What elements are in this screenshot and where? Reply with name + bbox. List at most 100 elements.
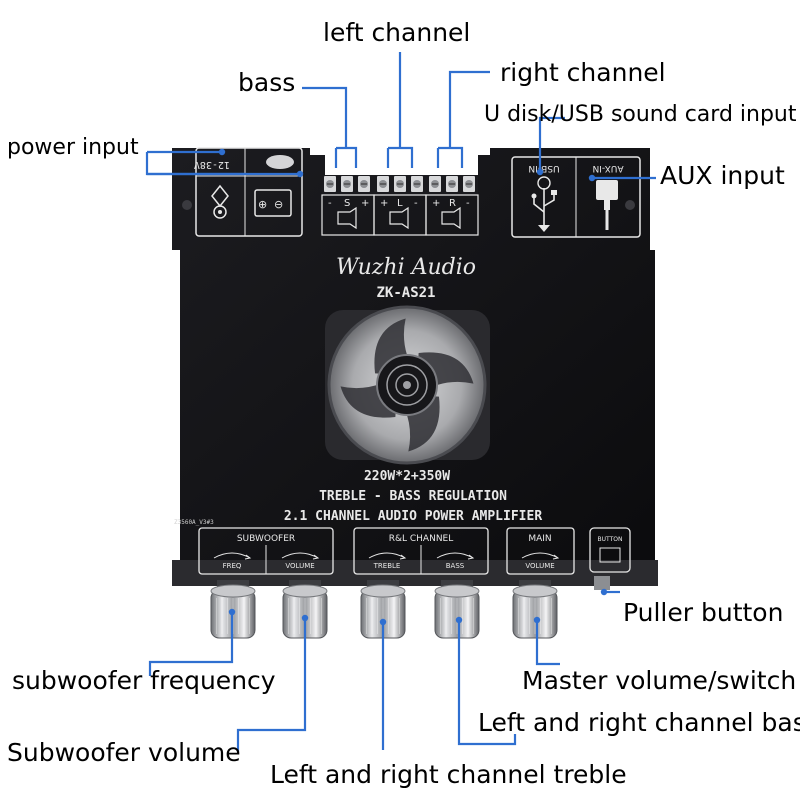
mount-hole [625, 200, 635, 210]
main-group-label: MAIN [528, 534, 551, 544]
leader-dot [455, 616, 463, 624]
speaker-icon [337, 206, 357, 230]
bass-knob-label: BASS [446, 562, 465, 570]
voltage-label: 12-38V [194, 159, 230, 170]
adjust-arrow-icon [312, 554, 320, 560]
subwoofer-group-label: SUBWOOFER [237, 534, 295, 544]
leader-line [388, 146, 414, 168]
dc-jack-icon [211, 184, 229, 219]
leader-dot [533, 616, 541, 624]
label-power-input: power input [7, 135, 139, 160]
label-lr-treble: Left and right channel treble [270, 760, 627, 789]
speaker-icon [441, 206, 461, 230]
label-puller-button: Puller button [623, 598, 784, 627]
dc-plus-label: ⊕ [258, 198, 267, 211]
version-label: Z3560A_V3#3 [174, 519, 214, 526]
leader-line [236, 618, 307, 752]
label-right-channel: right channel [500, 58, 666, 87]
leader-line [538, 116, 565, 172]
adjust-arrow-icon [552, 554, 560, 560]
knob-row [210, 580, 558, 639]
button-label: BUTTON [598, 536, 623, 543]
control-knob[interactable] [512, 580, 558, 639]
leader-line [148, 612, 234, 676]
terminal-screw[interactable] [324, 176, 336, 192]
regulation-label: TREBLE - BASS REGULATION [319, 489, 507, 504]
terminal-screw[interactable] [463, 176, 475, 192]
label-usb-input: U disk/USB sound card input [484, 102, 797, 127]
speaker-icon [389, 206, 409, 230]
rl-group-label: R&L CHANNEL [389, 534, 454, 544]
leader-line [535, 620, 560, 666]
main-group [506, 527, 575, 575]
leader-line [336, 146, 358, 168]
speaker-terminals: - S + + L - + R - [321, 175, 479, 236]
mount-hole [182, 200, 192, 210]
terminal-screw[interactable] [341, 176, 353, 192]
leader-line [448, 70, 490, 148]
label-aux-input: AUX input [660, 161, 785, 190]
brand-logo-text: Wuzhi Audio [336, 255, 476, 280]
leader-line [302, 86, 348, 148]
freq-label: FREQ [223, 562, 242, 570]
input-panel: USB-IN AUX-IN [511, 156, 641, 238]
leader-dot [228, 608, 236, 616]
leader-dot [296, 170, 304, 178]
terminal-screw[interactable] [394, 176, 406, 192]
term-s-minus: - [328, 198, 332, 209]
control-knob[interactable] [360, 580, 406, 639]
control-knob[interactable] [282, 580, 328, 639]
leader-dot [600, 588, 608, 596]
terminal-screw[interactable] [411, 176, 423, 192]
button-group [589, 527, 631, 573]
cooling-fan [325, 305, 490, 465]
label-subwoofer-volume: Subwoofer volume [7, 738, 241, 767]
aux-jack-icon [596, 180, 618, 230]
adjust-arrow-icon [244, 554, 252, 560]
puller-button[interactable] [594, 576, 610, 590]
label-left-channel: left channel [323, 18, 471, 47]
dc-minus-label: ⊖ [274, 198, 283, 211]
term-r-minus: - [466, 198, 470, 209]
power-spec-label: 220W*2+350W [364, 469, 450, 484]
leader-line [438, 146, 464, 168]
label-lr-bass: Left and right channel bass [478, 708, 800, 737]
terminal-screw[interactable] [377, 176, 389, 192]
leader-lines [145, 52, 656, 752]
term-l-letter: L [397, 198, 403, 209]
term-r-letter: R [449, 198, 456, 209]
leader-dot [588, 174, 596, 182]
label-master-volume: Master volume/switch [522, 666, 797, 695]
term-s-plus: + [361, 198, 369, 209]
terminal-screw[interactable] [429, 176, 441, 192]
adjust-arrow-icon [467, 554, 475, 560]
label-bass: bass [238, 68, 296, 97]
term-l-minus: - [414, 198, 418, 209]
main-volume-label: VOLUME [525, 562, 554, 570]
leader-dot [536, 168, 544, 176]
adjust-arc-icon [521, 552, 559, 559]
term-l-plus: + [380, 198, 388, 209]
label-subwoofer-frequency: subwoofer frequency [12, 666, 276, 695]
terminal-screw[interactable] [358, 176, 370, 192]
leader-dot [218, 148, 226, 156]
adjust-arc-icon [281, 552, 319, 559]
amplifier-type-label: 2.1 CHANNEL AUDIO POWER AMPLIFIER [284, 509, 542, 524]
sub-volume-label: VOLUME [285, 562, 314, 570]
model-label: ZK-AS21 [376, 285, 435, 301]
power-input-panel: 12-38V ⊕ ⊖ [194, 147, 303, 237]
power-switch[interactable] [266, 155, 294, 169]
dc-terminal [254, 189, 292, 217]
aux-in-label: AUX-IN [592, 163, 623, 173]
control-panel: SUBWOOFER FREQ VOLUME R&L CHANNEL TREBLE… [198, 527, 631, 575]
adjust-arc-icon [436, 552, 474, 559]
leader-line [457, 620, 517, 746]
term-s-letter: S [344, 198, 350, 209]
terminal-screw[interactable] [446, 176, 458, 192]
control-knob[interactable] [434, 580, 480, 639]
adjust-arrow-icon [399, 554, 407, 560]
term-r-plus: + [432, 198, 440, 209]
usb-in-label: USB-IN [528, 163, 559, 173]
